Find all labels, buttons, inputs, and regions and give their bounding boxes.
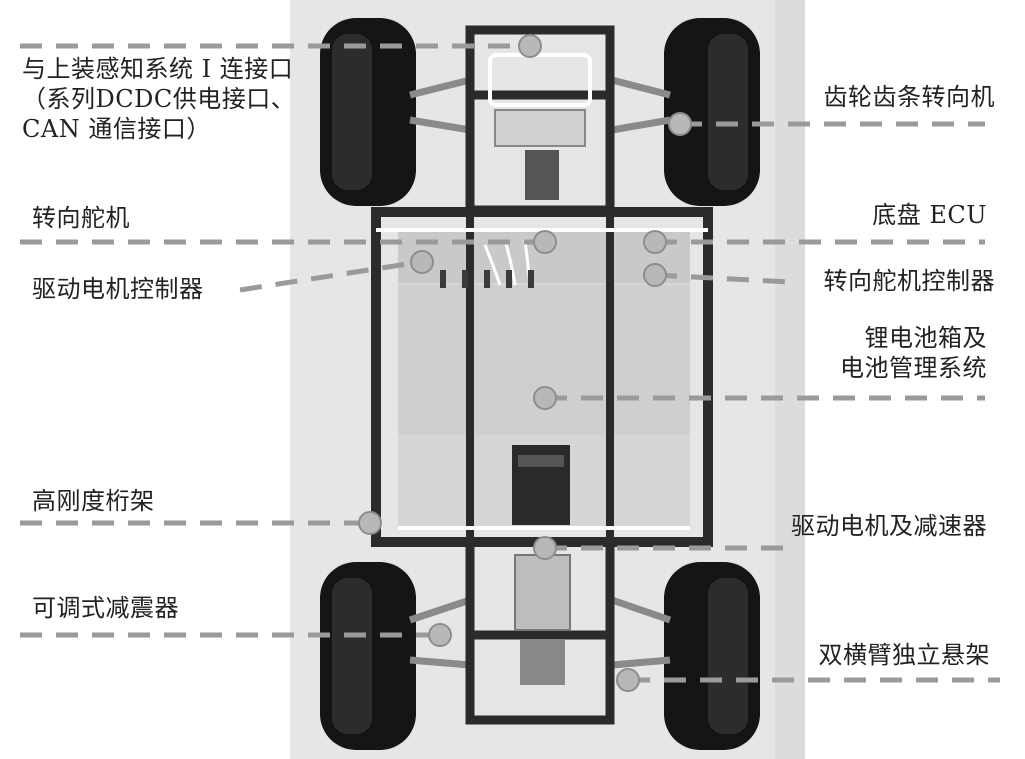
front-servo-block [525, 150, 559, 200]
label-upper-interface: 与上装感知系统 I 连接口 （系列DCDC供电接口、 CAN 通信接口） [22, 55, 296, 143]
battery-box [398, 285, 690, 435]
markers [358, 34, 692, 692]
front-left-wheel [320, 18, 416, 206]
label-chassis-ecu: 底盘 ECU [872, 201, 987, 229]
label-motor-controller: 驱动电机控制器 [32, 275, 204, 303]
rear-right-wheel [664, 562, 760, 750]
front-suspension [409, 76, 671, 134]
rack-pinion-unit [494, 109, 586, 147]
label-suspension: 双横臂独立悬架 [818, 641, 990, 669]
reducer-unit [514, 554, 571, 631]
rear-suspension [408, 596, 672, 669]
leader-lines [20, 43, 1000, 683]
label-drive-motor: 驱动电机及减速器 [791, 512, 987, 540]
label-shock-absorber: 可调式减震器 [32, 594, 179, 622]
label-truss: 高刚度桁架 [32, 487, 155, 515]
label-steering-servo: 转向舵机 [32, 204, 130, 232]
label-battery: 锂电池箱及 电池管理系统 [840, 324, 987, 382]
label-rack-pinion: 齿轮齿条转向机 [823, 83, 995, 111]
front-right-wheel [664, 18, 760, 206]
label-servo-controller: 转向舵机控制器 [823, 267, 995, 295]
main-truss [371, 207, 713, 547]
rear-left-wheel [320, 562, 416, 750]
